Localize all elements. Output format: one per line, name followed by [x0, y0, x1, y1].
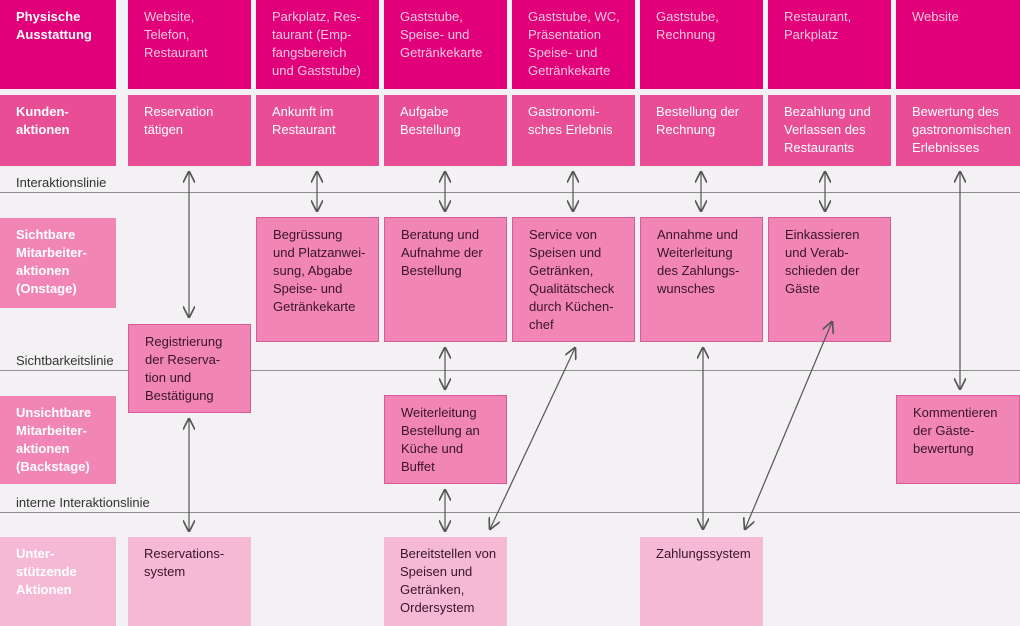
backstage-box-1: Weiterleitung Bestellung an Küche und Bu…: [384, 395, 507, 484]
support-box-2: Bereitstellen von Speisen und Getränken,…: [384, 537, 507, 626]
physical-box-5: Gaststube, Rechnung: [640, 0, 763, 89]
customer-box-3: Aufgabe Bestellung: [384, 95, 507, 166]
row-label-physische-ausstattung: Physische Ausstattung: [0, 0, 116, 89]
arrow-service-provision: [490, 348, 575, 529]
physical-box-6: Restaurant, Parkplatz: [768, 0, 891, 89]
customer-box-1: Reservation tätigen: [128, 95, 251, 166]
physical-box-7: Website: [896, 0, 1020, 89]
onstage-box-4: Annahme und Weiterleitung des Zahlungs- …: [640, 217, 763, 342]
customer-box-2: Ankunft im Restaurant: [256, 95, 379, 166]
onstage-box-3: Service von Speisen und Getränken, Quali…: [512, 217, 635, 342]
visibility-line-label: Sichtbarkeitslinie: [16, 353, 114, 368]
support-box-1: Reservations- system: [128, 537, 251, 626]
row-label-unterstuetzende-aktionen: Unter- stützende Aktionen: [0, 537, 116, 626]
physical-box-2: Parkplatz, Res- taurant (Emp- fangsberei…: [256, 0, 379, 89]
arrow-checkout-payment-system: [745, 322, 832, 529]
registration-box: Registrierung der Reserva- tion und Best…: [128, 324, 251, 413]
backstage-box-2: Kommentieren der Gäste- bewertung: [896, 395, 1020, 484]
support-box-3: Zahlungssystem: [640, 537, 763, 626]
physical-box-3: Gaststube, Speise- und Getränkekarte: [384, 0, 507, 89]
internal-interaction-line-label: interne Interaktionslinie: [16, 495, 150, 510]
interaction-line-label: Interaktionslinie: [16, 175, 107, 190]
interaction-line: [0, 192, 1020, 193]
onstage-box-2: Beratung und Aufnahme der Bestellung: [384, 217, 507, 342]
customer-box-6: Bezahlung und Verlassen des Restaurants: [768, 95, 891, 166]
physical-box-1: Website, Telefon, Restaurant: [128, 0, 251, 89]
customer-box-4: Gastronomi- sches Erlebnis: [512, 95, 635, 166]
onstage-box-1: Begrüssung und Platzanwei- sung, Abgabe …: [256, 217, 379, 342]
row-label-backstage: Unsichtbare Mitarbeiter- aktionen (Backs…: [0, 396, 116, 484]
row-label-kundenaktionen: Kunden- aktionen: [0, 95, 116, 166]
row-label-onstage: Sichtbare Mitarbeiter- aktionen (Onstage…: [0, 218, 116, 308]
customer-box-5: Bestellung der Rechnung: [640, 95, 763, 166]
physical-box-4: Gaststube, WC, Präsentation Speise- und …: [512, 0, 635, 89]
customer-box-7: Bewertung des gastronomischen Erlebnisse…: [896, 95, 1020, 166]
